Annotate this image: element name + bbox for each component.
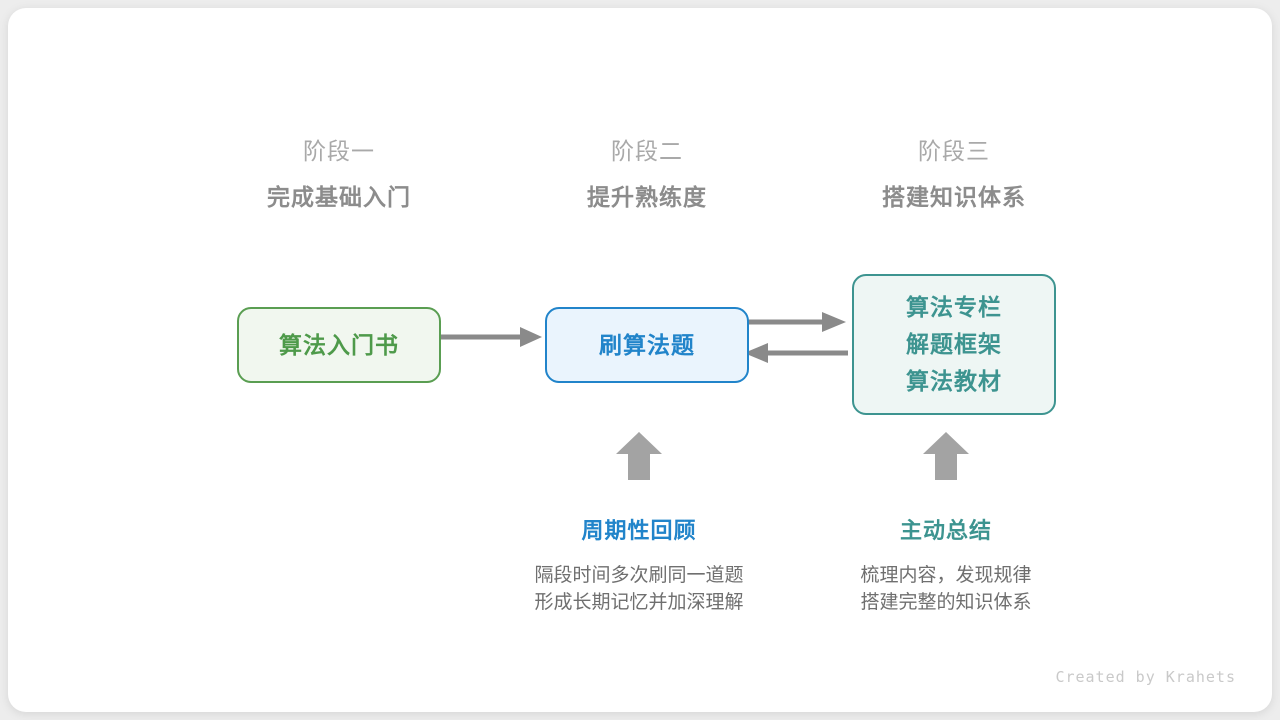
arrow-review-up — [616, 432, 662, 480]
arrow-practice-to-resources — [744, 312, 846, 332]
note-summary-title: 主动总结 — [899, 518, 992, 543]
note-review-desc-line-2: 形成长期记忆并加深理解 — [534, 592, 744, 613]
stage-subtitle-1: 完成基础入门 — [267, 184, 411, 210]
note-summary-desc-line-2: 搭建完整的知识体系 — [860, 592, 1032, 613]
node-practice-line-1: 刷算法题 — [599, 331, 695, 358]
stage-subtitle-2: 提升熟练度 — [587, 184, 707, 210]
arrow-book-to-practice — [436, 327, 542, 347]
node-algorithm-intro-book[interactable]: 算法入门书 — [237, 307, 441, 383]
node-practice-problems[interactable]: 刷算法题 — [545, 307, 749, 383]
note-summary-desc-line-1: 梳理内容，发现规律 — [860, 565, 1032, 586]
note-review-desc-line-1: 隔段时间多次刷同一道题 — [534, 565, 744, 586]
note-review-desc: 隔段时间多次刷同一道题 形成长期记忆并加深理解 — [489, 562, 789, 616]
node-knowledge-resources[interactable]: 算法专栏 解题框架 算法教材 — [852, 274, 1056, 415]
stage-title-2: 阶段二 — [611, 138, 683, 164]
note-summary-desc: 梳理内容，发现规律 搭建完整的知识体系 — [796, 562, 1096, 616]
diagram-card: 阶段一 完成基础入门 阶段二 提升熟练度 阶段三 搭建知识体系 — [8, 8, 1272, 712]
node-resources-line-1: 算法专栏 — [906, 294, 1002, 320]
credit-text: Created by Krahets — [1055, 668, 1236, 686]
node-book-line-1: 算法入门书 — [279, 331, 399, 358]
arrow-summary-up — [923, 432, 969, 480]
note-periodic-review: 周期性回顾 隔段时间多次刷同一道题 形成长期记忆并加深理解 — [489, 516, 789, 616]
stage-header-3: 阶段三 搭建知识体系 — [824, 136, 1084, 213]
note-review-title: 周期性回顾 — [581, 518, 697, 543]
stage-header-1: 阶段一 完成基础入门 — [209, 136, 469, 213]
stage-subtitle-3: 搭建知识体系 — [882, 184, 1026, 210]
arrow-resources-to-practice — [744, 343, 848, 363]
stage-title-3: 阶段三 — [918, 138, 990, 164]
stage-title-1: 阶段一 — [303, 138, 375, 164]
node-resources-line-2: 解题框架 — [906, 331, 1002, 357]
note-active-summary: 主动总结 梳理内容，发现规律 搭建完整的知识体系 — [796, 516, 1096, 616]
node-resources-line-3: 算法教材 — [906, 368, 1002, 394]
stage-header-2: 阶段二 提升熟练度 — [517, 136, 777, 213]
